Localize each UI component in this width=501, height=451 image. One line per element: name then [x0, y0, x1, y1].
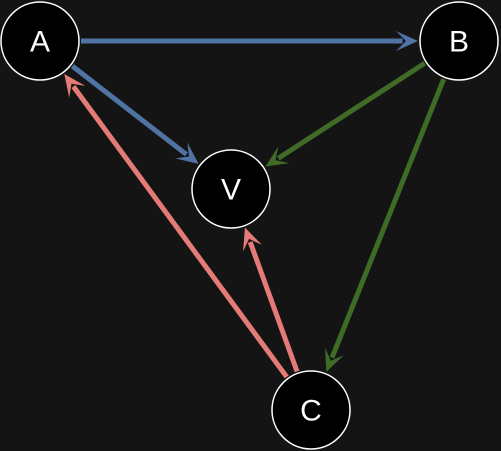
- edge-a-to-v-line: [70, 64, 188, 157]
- node-b-circle: [419, 1, 499, 81]
- edge-b-to-v-line: [276, 61, 426, 161]
- edge-c-to-v-arrowhead: [243, 227, 262, 252]
- node-c-label: C: [300, 395, 322, 428]
- edge-b-to-c-line: [329, 78, 447, 359]
- edge-b-to-c-arrowhead: [325, 347, 344, 372]
- edge-c-to-v-line: [247, 241, 300, 373]
- node-b[interactable]: B: [419, 1, 499, 81]
- node-c-circle: [271, 370, 351, 450]
- node-a[interactable]: A: [0, 1, 80, 81]
- edge-b-to-c[interactable]: [325, 78, 447, 372]
- node-a-label: A: [30, 26, 50, 59]
- edge-c-to-a-arrowhead: [64, 74, 86, 98]
- edge-a-to-b-arrowhead: [396, 31, 418, 51]
- edge-a-to-b[interactable]: [81, 31, 418, 51]
- edge-c-to-a[interactable]: [64, 74, 289, 379]
- edge-a-to-v[interactable]: [70, 64, 199, 164]
- node-v-label: V: [221, 174, 241, 207]
- node-v-circle: [191, 149, 271, 229]
- node-v[interactable]: V: [191, 149, 271, 229]
- edge-c-to-a-line: [71, 84, 289, 379]
- edge-b-to-v-arrowhead: [265, 146, 290, 167]
- edges-layer: [64, 31, 447, 379]
- node-b-label: B: [449, 26, 469, 59]
- node-a-circle: [0, 1, 80, 81]
- edge-c-to-v[interactable]: [243, 227, 300, 373]
- node-c[interactable]: C: [271, 370, 351, 450]
- edge-a-to-v-arrowhead: [175, 142, 199, 164]
- edge-b-to-v[interactable]: [265, 61, 426, 167]
